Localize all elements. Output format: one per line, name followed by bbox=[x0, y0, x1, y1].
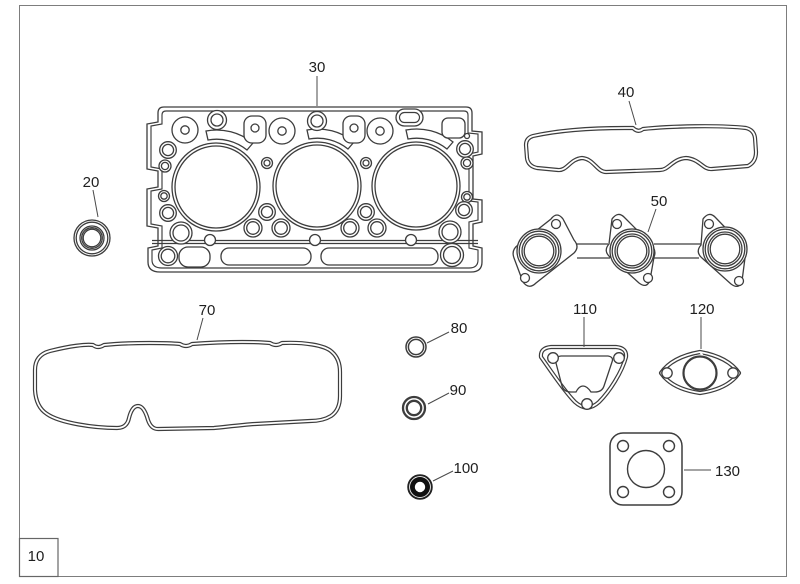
callout-label-120[interactable]: 120 bbox=[689, 301, 714, 318]
callout-label-80[interactable]: 80 bbox=[451, 320, 468, 337]
callout-label-30[interactable]: 30 bbox=[309, 59, 326, 76]
callout-110[interactable]: 110 bbox=[573, 301, 597, 347]
callout-label-130[interactable]: 130 bbox=[715, 463, 740, 480]
part-110-triangular-gasket bbox=[538, 344, 629, 410]
callout-label-70[interactable]: 70 bbox=[199, 302, 216, 319]
callout-80[interactable]: 80 bbox=[426, 320, 468, 344]
callout-label-20[interactable]: 20 bbox=[83, 174, 100, 191]
leader-line-80 bbox=[426, 331, 450, 344]
leader-line-50 bbox=[647, 208, 657, 233]
sheet-number: 10 bbox=[28, 548, 45, 565]
part-70-head-cover-gasket bbox=[32, 339, 343, 432]
callout-label-100[interactable]: 100 bbox=[453, 460, 478, 477]
part-120-oval-gasket bbox=[658, 349, 742, 396]
part-80-o-ring bbox=[405, 336, 427, 358]
leader-line-100 bbox=[432, 470, 454, 482]
sheet-number-box: 10 bbox=[18, 537, 59, 578]
part-90-seal-ring bbox=[401, 395, 427, 421]
part-50-exhaust-manifold-gasket bbox=[512, 213, 748, 288]
callout-label-110[interactable]: 110 bbox=[573, 301, 597, 318]
callout-20[interactable]: 20 bbox=[83, 174, 100, 218]
callout-120[interactable]: 120 bbox=[689, 301, 715, 349]
callout-100[interactable]: 100 bbox=[432, 460, 479, 482]
part-30-cylinder-head-gasket bbox=[146, 106, 483, 273]
callout-40[interactable]: 40 bbox=[618, 84, 637, 126]
callout-70[interactable]: 70 bbox=[196, 302, 216, 341]
part-40-head-cover-gasket bbox=[523, 124, 759, 175]
leader-line-40 bbox=[628, 100, 637, 126]
leader-line-20 bbox=[92, 189, 99, 218]
leader-line-90 bbox=[427, 392, 450, 405]
callout-130[interactable]: 130 bbox=[684, 463, 740, 480]
callout-label-40[interactable]: 40 bbox=[618, 84, 635, 101]
part-130-square-gasket bbox=[609, 432, 683, 506]
leader-line-70 bbox=[196, 317, 204, 341]
callout-label-90[interactable]: 90 bbox=[450, 382, 467, 399]
part-100-seal bbox=[407, 474, 433, 500]
callout-30[interactable]: 30 bbox=[309, 59, 326, 106]
callout-90[interactable]: 90 bbox=[427, 382, 467, 405]
callout-label-50[interactable]: 50 bbox=[651, 193, 668, 210]
drawing-frame bbox=[19, 5, 787, 577]
part-20-seal bbox=[73, 219, 111, 257]
callout-50[interactable]: 50 bbox=[647, 193, 668, 233]
